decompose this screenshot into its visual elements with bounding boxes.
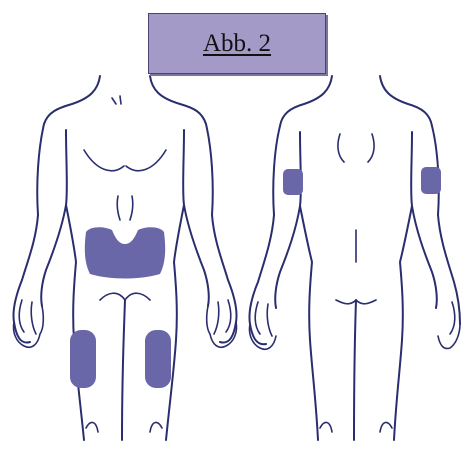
back-right-hand (438, 302, 460, 349)
back-body-view (249, 76, 460, 440)
left-upper-arm-injection-area (283, 169, 303, 195)
front-left-arm (13, 124, 66, 343)
back-right-arm (412, 126, 460, 324)
front-neck-shoulders (44, 76, 206, 124)
abdomen-injection-area (85, 227, 165, 278)
back-left-arm (249, 126, 300, 344)
back-torso (300, 132, 412, 440)
navel (123, 236, 128, 241)
front-knee-lines (86, 422, 162, 432)
front-right-hand (207, 300, 237, 347)
left-thigh-injection-area (70, 330, 96, 388)
back-neck-shoulders (280, 76, 432, 126)
front-torso (66, 130, 184, 440)
figure-caption: Abb. 2 (203, 30, 271, 58)
right-thigh-injection-area (145, 330, 171, 388)
figure-caption-box: Abb. 2 (148, 13, 326, 74)
front-right-arm (184, 124, 237, 343)
back-left-hand (249, 302, 276, 349)
front-left-hand (13, 300, 43, 347)
right-upper-arm-injection-area (421, 167, 441, 194)
back-detail-lines (320, 134, 392, 432)
front-body-view (13, 76, 236, 440)
